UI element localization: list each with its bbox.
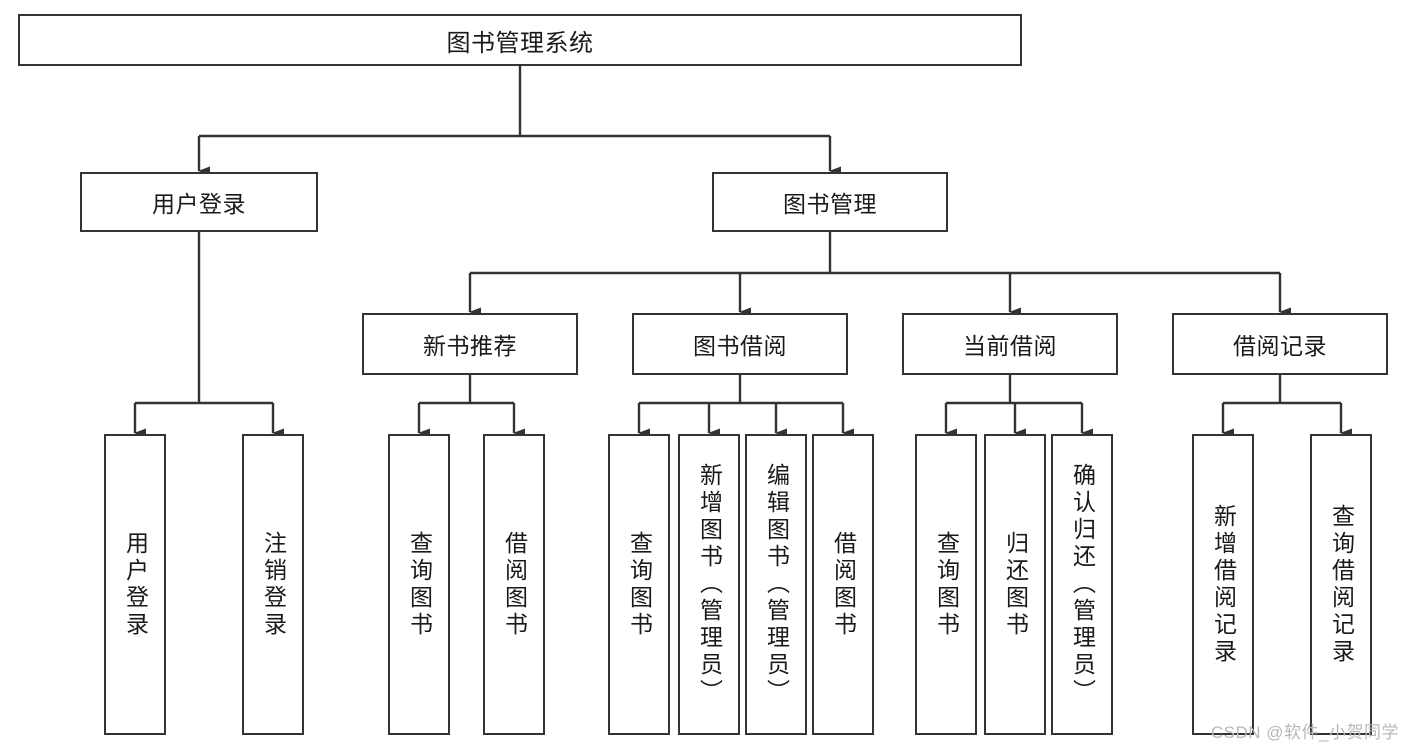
node-leaf-add-book-label: 新增图书（管理员） — [696, 463, 723, 706]
node-leaf-edit-book[interactable]: 编辑图书（管理员） — [745, 434, 807, 735]
node-leaf-query-book-2-label: 查询图书 — [626, 530, 653, 639]
node-book-manage-label: 图书管理 — [783, 191, 877, 217]
node-leaf-borrow-book-2[interactable]: 借阅图书 — [812, 434, 874, 735]
node-borrow-record-label: 借阅记录 — [1233, 333, 1327, 359]
node-leaf-return-book[interactable]: 归还图书 — [984, 434, 1046, 735]
node-leaf-add-record[interactable]: 新增借阅记录 — [1192, 434, 1254, 735]
node-book-borrow[interactable]: 图书借阅 — [632, 313, 848, 375]
node-leaf-user-login[interactable]: 用户登录 — [104, 434, 166, 735]
node-leaf-confirm-return[interactable]: 确认归还（管理员） — [1051, 434, 1113, 735]
node-leaf-logout[interactable]: 注销登录 — [242, 434, 304, 735]
node-book-manage[interactable]: 图书管理 — [712, 172, 948, 232]
node-new-book-rec-label: 新书推荐 — [423, 333, 517, 359]
node-leaf-query-book-1-label: 查询图书 — [406, 530, 433, 639]
node-leaf-borrow-book-1-label: 借阅图书 — [501, 530, 528, 639]
node-root[interactable]: 图书管理系统 — [18, 14, 1022, 66]
node-leaf-add-book[interactable]: 新增图书（管理员） — [678, 434, 740, 735]
node-leaf-query-record[interactable]: 查询借阅记录 — [1310, 434, 1372, 735]
node-current-borrow[interactable]: 当前借阅 — [902, 313, 1118, 375]
node-leaf-edit-book-label: 编辑图书（管理员） — [763, 463, 790, 706]
node-leaf-query-book-2[interactable]: 查询图书 — [608, 434, 670, 735]
node-leaf-confirm-return-label: 确认归还（管理员） — [1069, 463, 1096, 706]
node-leaf-query-book-1[interactable]: 查询图书 — [388, 434, 450, 735]
node-current-borrow-label: 当前借阅 — [963, 333, 1057, 359]
node-leaf-logout-label: 注销登录 — [260, 530, 287, 639]
node-leaf-query-book-3[interactable]: 查询图书 — [915, 434, 977, 735]
node-new-book-rec[interactable]: 新书推荐 — [362, 313, 578, 375]
node-leaf-query-record-label: 查询借阅记录 — [1328, 503, 1355, 666]
node-leaf-user-login-label: 用户登录 — [122, 530, 149, 639]
node-leaf-add-record-label: 新增借阅记录 — [1210, 503, 1237, 666]
edge-group — [133, 66, 1352, 438]
node-borrow-record[interactable]: 借阅记录 — [1172, 313, 1388, 375]
node-leaf-borrow-book-1[interactable]: 借阅图书 — [483, 434, 545, 735]
node-root-label: 图书管理系统 — [446, 29, 594, 57]
node-leaf-query-book-3-label: 查询图书 — [933, 530, 960, 639]
node-leaf-borrow-book-2-label: 借阅图书 — [830, 530, 857, 639]
node-book-borrow-label: 图书借阅 — [693, 333, 787, 359]
node-user-login-label: 用户登录 — [152, 191, 246, 217]
node-leaf-return-book-label: 归还图书 — [1002, 530, 1029, 639]
node-user-login[interactable]: 用户登录 — [80, 172, 318, 232]
